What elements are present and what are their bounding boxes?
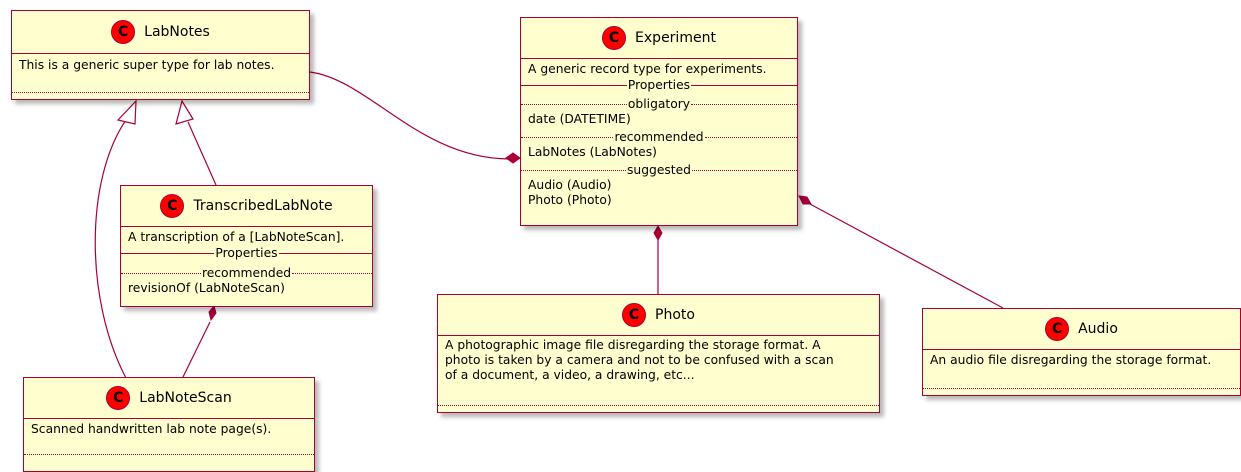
class-description: An audio file disregarding the storage f…: [930, 353, 1212, 367]
edge-transcribed-labnotescan: [182, 321, 211, 378]
edge-experiment-audio: [809, 203, 1004, 309]
class-stereotype-icon: C: [1045, 317, 1070, 341]
separator: [438, 405, 879, 406]
class-photo[interactable]: C Photo A photographic image file disreg…: [437, 294, 880, 413]
class-description: This is a generic super type for lab not…: [19, 58, 275, 72]
class-name: LabNotes: [144, 24, 210, 40]
class-name: Audio: [1078, 321, 1118, 337]
class-experiment[interactable]: C Experiment A generic record type for e…: [520, 17, 798, 226]
class-description: A transcription of a [LabNoteScan].: [128, 230, 345, 244]
edge-labnotescan-generalization: [94, 119, 127, 379]
properties-separator: Properties: [121, 246, 372, 261]
class-description: A photographic image file disregarding t…: [445, 338, 834, 382]
property-item: Audio (Audio): [528, 178, 612, 192]
class-audio[interactable]: C Audio An audio file disregarding the s…: [922, 308, 1241, 396]
recommended-separator: recommended: [121, 266, 373, 281]
composition-diamond-transcribed: [208, 304, 217, 322]
class-stereotype-icon: C: [111, 20, 136, 44]
property-item: Photo (Photo): [528, 193, 612, 207]
class-name: Photo: [655, 307, 695, 323]
edge-transcribed-generalization: [187, 121, 217, 186]
class-transcribedlabnote[interactable]: C TranscribedLabNote A transcription of …: [120, 185, 373, 307]
composition-diamond-experiment-audio: [798, 195, 812, 205]
property-item: date (DATETIME): [528, 112, 631, 126]
class-header: C LabNoteScan: [24, 378, 314, 419]
properties-separator: Properties: [521, 78, 797, 93]
generalization-arrow-labnotescan: [116, 99, 137, 125]
composition-diamond-experiment-photo: [653, 224, 663, 242]
class-stereotype-icon: C: [160, 194, 185, 218]
generalization-arrow-transcribed: [175, 99, 194, 125]
class-header: C TranscribedLabNote: [121, 186, 372, 227]
obligatory-separator: obligatory: [521, 97, 797, 112]
separator: [923, 388, 1240, 389]
property-item: revisionOf (LabNoteScan): [128, 281, 285, 295]
class-header: C Photo: [438, 295, 879, 336]
class-header: C LabNotes: [12, 11, 309, 54]
class-description: A generic record type for experiments.: [528, 62, 767, 76]
class-description: Scanned handwritten lab note page(s).: [31, 422, 272, 436]
separator: [12, 92, 309, 93]
recommended-separator: recommended: [521, 130, 798, 145]
separator: [24, 454, 314, 455]
class-header: C Audio: [923, 309, 1240, 350]
class-stereotype-icon: C: [602, 26, 627, 50]
edge-labnotes-experiment: [309, 71, 513, 160]
class-stereotype-icon: C: [622, 303, 647, 327]
class-name: Experiment: [635, 30, 716, 46]
class-stereotype-icon: C: [106, 386, 131, 410]
composition-diamond-experiment-labnotes: [505, 152, 521, 164]
property-item: LabNotes (LabNotes): [528, 145, 657, 159]
class-name: LabNoteScan: [139, 390, 232, 406]
class-header: C Experiment: [521, 18, 797, 59]
class-labnotes[interactable]: C LabNotes This is a generic super type …: [11, 10, 310, 100]
suggested-separator: suggested: [521, 163, 798, 178]
class-name: TranscribedLabNote: [193, 198, 333, 214]
class-labnotescan[interactable]: C LabNoteScan Scanned handwritten lab no…: [23, 377, 315, 472]
